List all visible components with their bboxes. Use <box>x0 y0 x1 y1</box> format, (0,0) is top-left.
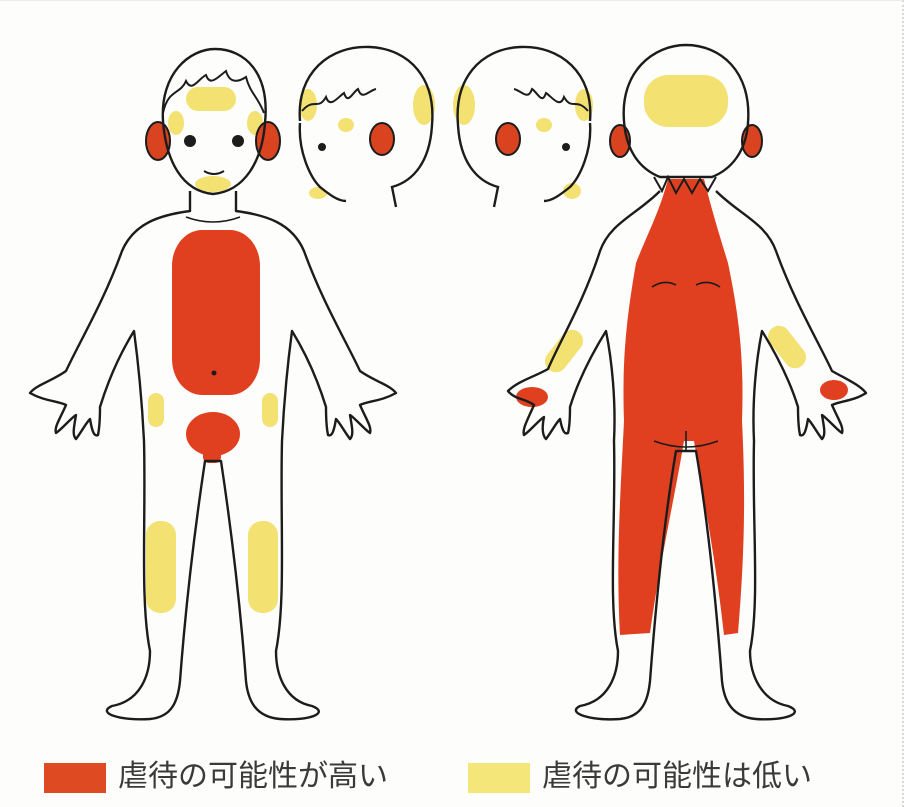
front-hip-right-low-zone <box>262 393 278 427</box>
legend-label-low: 虐待の可能性は低い <box>542 757 812 797</box>
side-right-ear <box>370 123 394 155</box>
side-right-head-outline <box>300 47 433 207</box>
front-collar-line <box>186 217 240 222</box>
front-view-figure <box>30 49 396 719</box>
front-shin-right-low-zone <box>248 521 278 613</box>
body-diagram <box>0 1 904 751</box>
front-groin-high-zone-lower <box>203 441 221 463</box>
front-eye-right <box>232 135 244 147</box>
legend-label-high: 虐待の可能性が高い <box>118 757 388 797</box>
back-head-low-zone <box>644 75 728 127</box>
front-chin-low-zone <box>195 176 231 192</box>
side-left-ear <box>496 123 520 155</box>
front-eye-left <box>184 135 196 147</box>
front-mouth <box>204 171 224 174</box>
back-spine-and-legs-high-zone <box>618 179 744 635</box>
legend-swatch-low <box>468 763 530 793</box>
front-hip-left-low-zone <box>148 393 164 427</box>
front-navel <box>212 371 217 376</box>
legend: 虐待の可能性が高い 虐待の可能性は低い <box>0 749 904 799</box>
side-left-eye <box>562 143 570 151</box>
side-left-back-low-zone <box>453 85 475 125</box>
front-high-risk-zones <box>172 230 260 463</box>
side-left-head-outline <box>458 47 591 207</box>
back-palm-right-high-zone <box>820 380 848 400</box>
legend-swatch-high <box>44 763 106 793</box>
front-cheek-left-low-zone <box>168 111 184 135</box>
side-right-neck-low-zone <box>309 187 327 199</box>
front-torso-high-zone <box>172 230 260 395</box>
side-right-eye <box>318 143 326 151</box>
side-head-view-right <box>299 47 435 207</box>
side-left-cheek-low-zone <box>536 118 552 132</box>
front-forehead-low-zone <box>186 87 236 111</box>
side-right-cheek-low-zone <box>338 118 354 132</box>
side-head-view-left <box>453 47 593 207</box>
front-shin-left-low-zone <box>146 521 176 613</box>
back-view-figure <box>508 45 866 719</box>
